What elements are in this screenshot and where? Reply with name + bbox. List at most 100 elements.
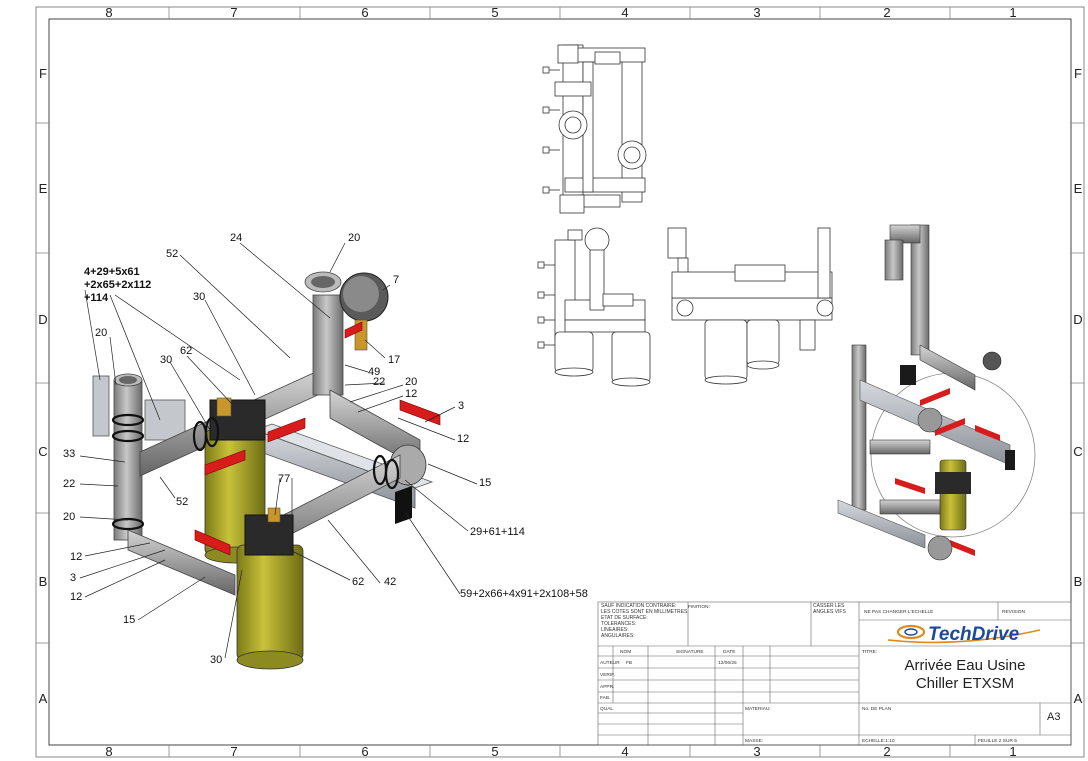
col-signature: SIGNATURE [676, 649, 704, 655]
front-view [537, 227, 651, 387]
leader-lines [79, 242, 478, 659]
balloon-labels: 24 20 7 52 30 4+29+5x61 +2x65+2x112 +114… [63, 232, 588, 666]
isometric-main-view [92, 271, 441, 670]
balloon: 7 [393, 274, 399, 286]
row-qual: QUAL. [600, 706, 614, 712]
row-auteur: AUTEUR [600, 660, 620, 666]
valve-handle [344, 321, 363, 339]
scale-label: ECHELLE:1:10 [862, 738, 895, 744]
drawing-title-line2: Chiller ETXSM [916, 675, 1014, 692]
row-label: C [1073, 444, 1082, 459]
col-label: 3 [753, 5, 760, 20]
date-value: 12/06/25 [718, 660, 737, 666]
balloon: 12 [70, 591, 82, 603]
no-scale-label: NE PAS CHANGER L'ECHELLE [864, 609, 933, 615]
balloon: 20 [348, 232, 360, 244]
tolerance-note: SAUF INDICATION CONTRAIRE: LES COTES SON… [601, 603, 688, 639]
quantity-callout: +114 [84, 292, 109, 304]
balloon: 77 [278, 473, 290, 485]
author-value: FB [626, 660, 632, 666]
row-label: D [1073, 312, 1082, 327]
paper-format: A3 [1047, 711, 1060, 723]
pipe-lower-horizontal [127, 529, 236, 596]
balloon: 17 [388, 354, 400, 366]
col-label: 1 [1009, 5, 1016, 20]
row-labels-right: F E D C B A [1073, 66, 1082, 706]
row-label: C [38, 444, 47, 459]
balloon: 30 [160, 354, 172, 366]
balloon: 59+2x66+4x91+2x108+58 [460, 588, 588, 600]
pipe-left-vertical [113, 379, 143, 541]
balloon: 22 [373, 376, 385, 388]
balloon: 42 [384, 576, 396, 588]
title-label: TITRE: [862, 649, 877, 655]
col-label: 8 [105, 744, 112, 759]
col-label: 1 [1009, 744, 1016, 759]
row-label: E [39, 181, 48, 196]
revision-label: REVISION [1002, 609, 1025, 615]
mass-label: MASSE: [745, 738, 763, 744]
title-block-text: FINITION: NE PAS CHANGER L'ECHELLE REVIS… [600, 604, 1060, 744]
balloon: 62 [180, 345, 192, 357]
col-label: 5 [491, 5, 498, 20]
col-label: 2 [883, 744, 890, 759]
pipe-right-vertical [312, 294, 344, 396]
balloon: 12 [70, 551, 82, 563]
logo-text: TechDrive [928, 624, 1020, 645]
balloon: 62 [352, 576, 364, 588]
balloon: 20 [95, 327, 107, 339]
row-label: F [1074, 66, 1082, 81]
top-view [542, 44, 647, 214]
balloon: 12 [405, 388, 417, 400]
techdrive-logo: TechDrive [887, 624, 1041, 645]
side-view [667, 227, 834, 385]
balloon: 3 [70, 572, 76, 584]
balloon: 52 [176, 496, 188, 508]
col-label: 6 [361, 5, 368, 20]
row-appr: APPR. [600, 684, 614, 690]
col-label: 7 [230, 5, 237, 20]
brass-fitting [216, 397, 232, 417]
sheet-frame [35, 6, 1085, 758]
balloon: 15 [479, 477, 491, 489]
balloon: 33 [63, 448, 75, 460]
brass-fitting [267, 507, 281, 523]
row-fab: FAB. [600, 695, 610, 701]
row-label: A [39, 691, 48, 706]
valve-handle [194, 529, 231, 556]
material-label: MATERIAU: [745, 706, 771, 712]
column-labels-bottom: 8 7 6 5 4 3 2 1 [105, 744, 1016, 759]
row-verif: VERIF. [600, 672, 615, 678]
valve-handle [399, 399, 441, 426]
col-label: 2 [883, 5, 890, 20]
edges-note: CASSER LES ANGLES VIFS [813, 603, 846, 615]
row-label: E [1074, 181, 1083, 196]
title-block-grid [597, 601, 1072, 746]
quantity-callout: +2x65+2x112 [84, 279, 151, 291]
row-label: D [38, 312, 47, 327]
row-label: B [1074, 574, 1083, 589]
sheet-number: FEUILLE 2 SUR 5 [978, 738, 1017, 744]
col-nom: NOM [620, 649, 631, 655]
col-label: 8 [105, 5, 112, 20]
balloon: 30 [210, 654, 222, 666]
col-label: 5 [491, 744, 498, 759]
balloon: 12 [457, 433, 469, 445]
col-label: 4 [621, 744, 628, 759]
column-labels-top: 8 7 6 5 4 3 2 1 [105, 5, 1016, 20]
row-label: A [1074, 691, 1083, 706]
balloon: 3 [458, 400, 464, 412]
wall-bracket [92, 375, 110, 437]
drawing-title-line1: Arrivée Eau Usine [905, 657, 1026, 674]
plan-number-label: No. DE PLAN [862, 706, 892, 712]
col-label: 6 [361, 744, 368, 759]
valve-handle [267, 417, 306, 443]
isometric-detail-view [837, 224, 1036, 561]
pipe-clamps [111, 413, 400, 531]
balloon: 15 [123, 614, 135, 626]
finish-label: FINITION: [688, 604, 710, 610]
balloon: 20 [405, 376, 417, 388]
balloon: 22 [63, 478, 75, 490]
col-date: DATE [723, 649, 735, 655]
